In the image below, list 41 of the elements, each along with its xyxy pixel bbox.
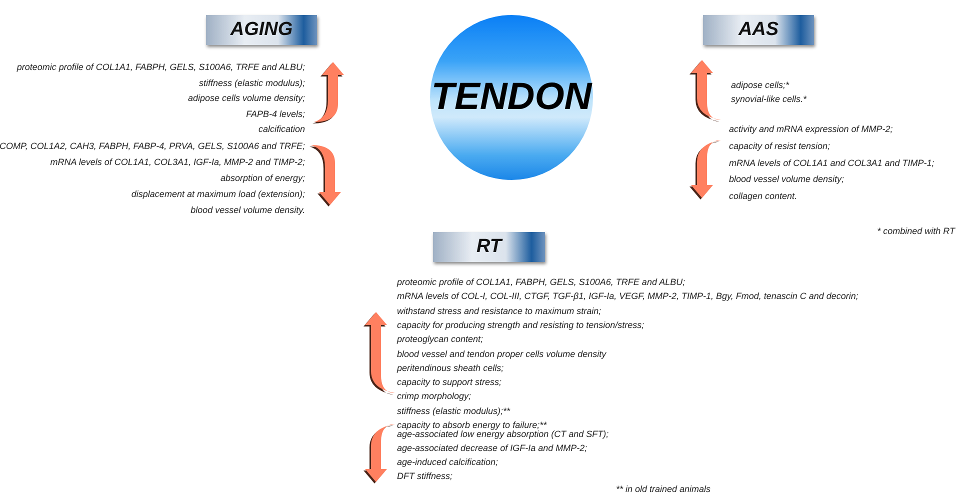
finding-text: mRNA levels of COL1A1, COL3A1, IGF-Ia, MMP-2 and TIMP-2;: [50, 157, 305, 168]
finding-text: withstand stress and resistance to maximum strain;: [397, 306, 602, 317]
finding-text: blood vessel and tendon proper cells volume density: [397, 348, 606, 360]
finding-text: blood vessel volume density;: [729, 174, 844, 186]
finding-text: DFT stiffness;: [397, 471, 453, 482]
category-title: RT: [476, 236, 502, 258]
finding-text: capacity to support stress;: [397, 377, 502, 388]
finding-text: mRNA levels of COL-I, COL-III, CTGF, TGF-β1, IGF-Ia, VEGF, MMP-2, TIMP-1, Bgy, Fmod, tenascin C and decorin;: [397, 291, 858, 302]
finding-text: capacity of resist tension;: [729, 140, 830, 152]
finding-text: age-associated low energy absorption (CT and SFT);: [397, 429, 609, 440]
finding-text: blood vessel volume density.: [190, 205, 305, 216]
finding-text: adipose cells;*: [731, 80, 790, 91]
category-header-bar: [433, 232, 545, 262]
finding-text: COMP, COL1A2, CAH3, FABPH, FABP-4, PRVA, GELS, S100A6 and TRFE;: [0, 141, 305, 152]
finding-text: age-associated decrease of IGF-Ia and MMP-2;: [397, 443, 588, 454]
category-title: AGING: [230, 19, 293, 41]
footnote: ** in old trained animals: [616, 484, 711, 495]
finding-text: FAPB-4 levels;: [246, 108, 305, 120]
category-header-bar: [703, 15, 814, 45]
finding-text: capacity to absorb energy to failure;**: [397, 420, 547, 430]
finding-text: proteomic profile of COL1A1, FABPH, GELS, S100A6, TRFE and ALBU;: [397, 277, 686, 288]
finding-text: adipose cells volume density;: [188, 93, 305, 104]
finding-text: capacity for producing strength and resisting to tension/stress;: [397, 320, 644, 331]
title-text: TENDON: [431, 76, 592, 119]
finding-text: proteomic profile of COL1A1, FABPH, GELS, S100A6, TRFE and ALBU;: [16, 62, 305, 73]
finding-text: proteoglycan content;: [397, 334, 484, 346]
finding-text: mRNA levels of COL1A1 and COL3A1 and TIMP-1;: [729, 158, 934, 169]
finding-text: peritendinous sheath cells;: [397, 362, 504, 374]
finding-text: stiffness (elastic modulus);: [198, 78, 305, 88]
finding-text: crimp morphology;: [397, 391, 472, 402]
footnote: * combined with RT: [877, 226, 955, 237]
finding-text: synovial-like cells.*: [731, 94, 807, 105]
finding-text: activity and mRNA expression of MMP-2;: [729, 124, 893, 135]
finding-text: collagen content.: [729, 191, 798, 202]
finding-text: absorption of energy;: [220, 173, 305, 184]
category-title: AAS: [738, 19, 779, 41]
finding-text: displacement at maximum load (extension);: [131, 189, 305, 200]
finding-text: age-induced calcification;: [397, 457, 498, 468]
finding-text: calcification: [258, 124, 305, 135]
finding-text: stiffness (elastic modulus);**: [397, 406, 510, 417]
category-header-bar: [206, 15, 317, 45]
